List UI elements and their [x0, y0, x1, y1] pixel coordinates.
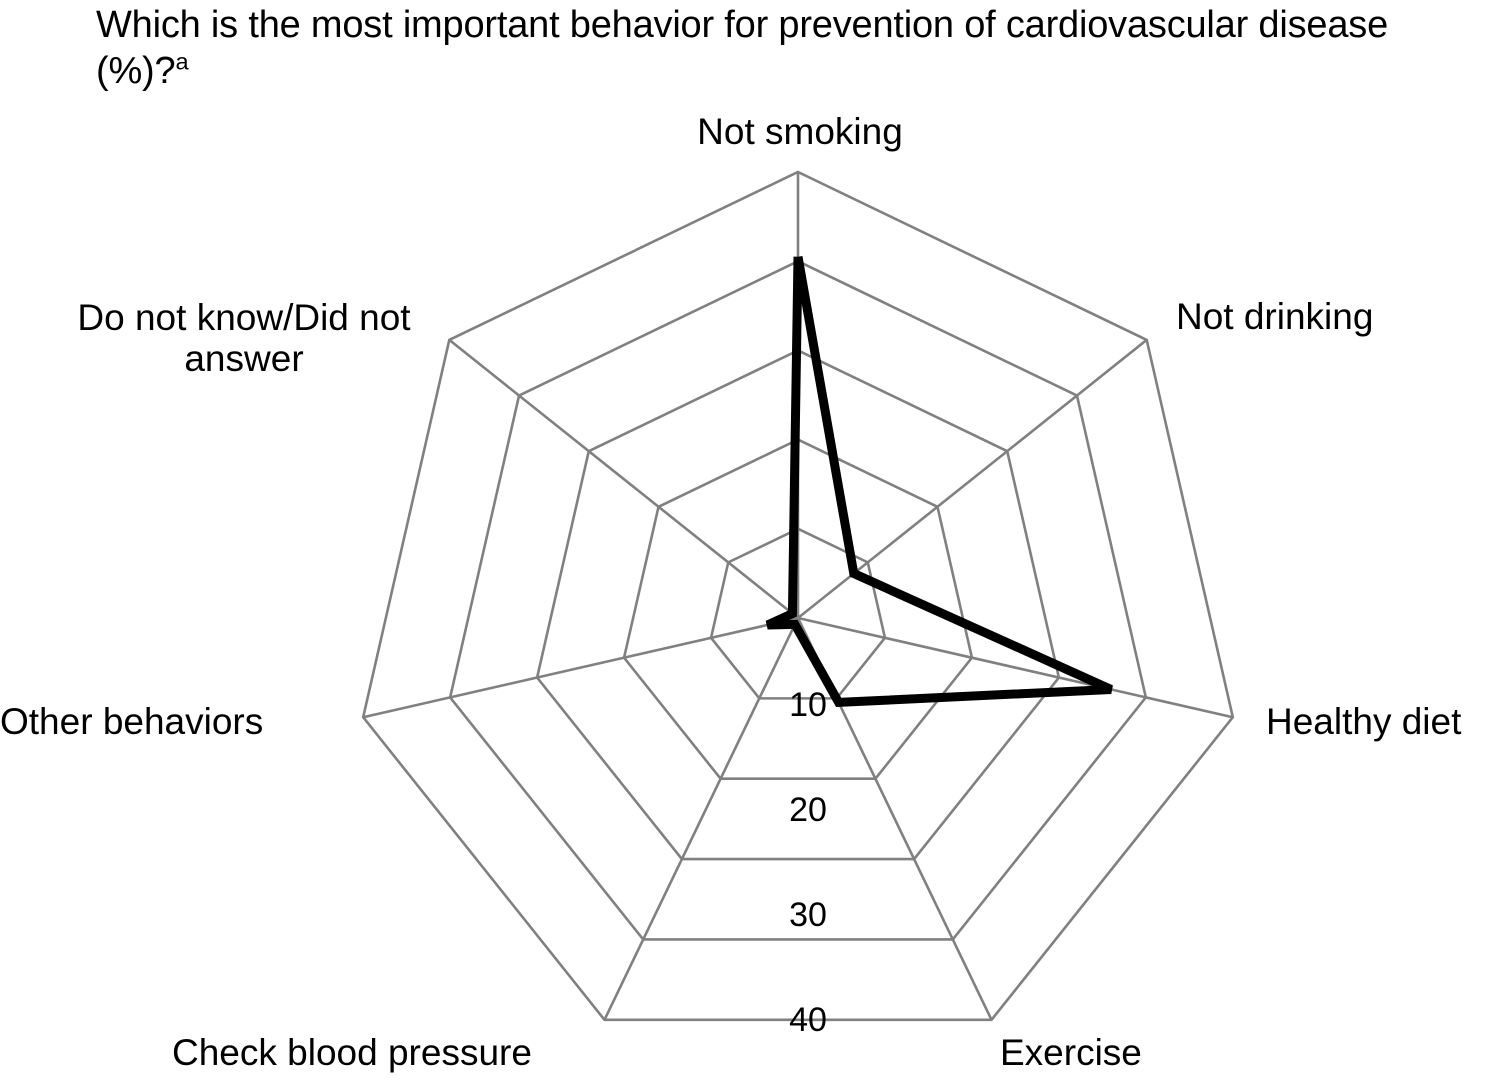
- radar-series-polygon: [765, 255, 1113, 708]
- axis-label-healthy-diet: Healthy diet: [1266, 701, 1462, 742]
- axis-label-check-blood-pressure: Check blood pressure: [172, 1032, 532, 1073]
- axis-label-exercise: Exercise: [1000, 1032, 1142, 1073]
- chart-title-footnote-marker: a: [175, 48, 189, 75]
- radial-tick-10: 10: [789, 686, 827, 724]
- grid-ring-40: [448, 259, 1148, 941]
- chart-title-text: Which is the most important behavior for…: [96, 4, 1389, 93]
- axis-label-other-behaviors: Other behaviors: [0, 701, 264, 742]
- axis-label-do-not-know: Do not know/Did not answer: [77, 297, 411, 380]
- axis-label-not-smoking: Not smoking: [697, 111, 903, 152]
- axis-label-not-drinking: Not drinking: [1176, 296, 1374, 337]
- radial-tick-40: 40: [789, 1001, 827, 1039]
- grid-ring-10: [709, 527, 887, 700]
- radial-tick-30: 30: [789, 896, 827, 934]
- grid-spoke-6: [448, 338, 799, 620]
- chart-title: Which is the most important behavior for…: [96, 2, 1426, 95]
- grid-ring-30: [535, 348, 1061, 861]
- grid-spoke-2: [797, 616, 1234, 719]
- grid-spoke-4: [603, 617, 800, 1021]
- grid-ring-20: [622, 438, 974, 781]
- grid-spoke-5: [362, 616, 799, 719]
- radar-grid-rings: [361, 170, 1235, 1022]
- grid-ring-50: [361, 170, 1235, 1022]
- radial-tick-20: 20: [789, 791, 827, 829]
